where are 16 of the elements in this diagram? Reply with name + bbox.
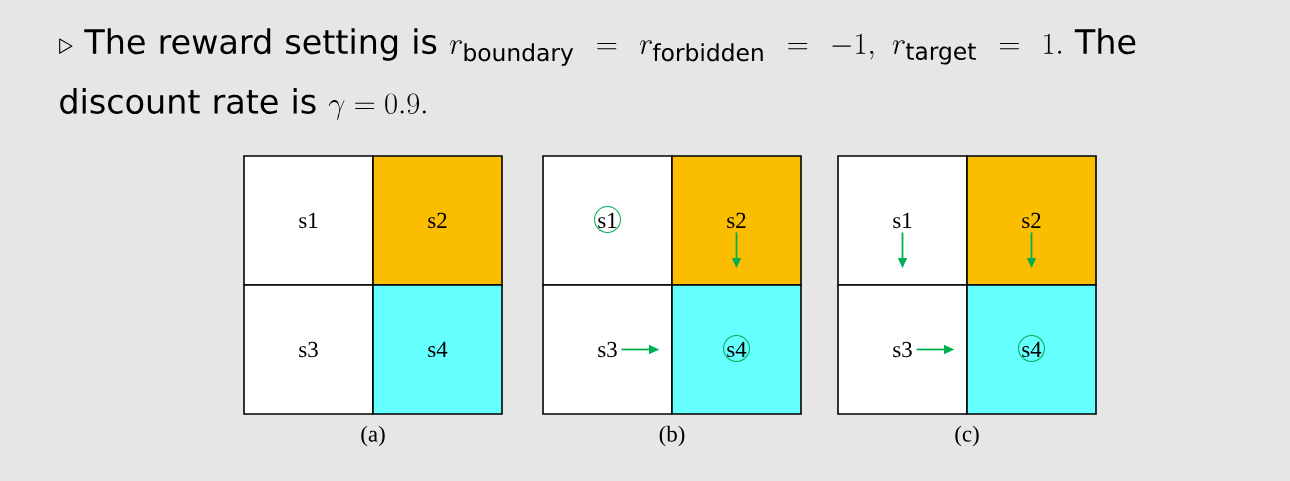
grid-cell: s3 xyxy=(542,284,673,415)
panel-caption: (b) xyxy=(659,425,685,447)
grid-cell: s1 xyxy=(837,155,968,286)
grid-cell: s4 xyxy=(966,284,1097,415)
grid-cell: s3 xyxy=(243,284,374,415)
grid-cell: s2 xyxy=(671,155,802,286)
panel-caption: (a) xyxy=(361,425,385,447)
grid-cell: s2 xyxy=(966,155,1097,286)
panel-caption: (c) xyxy=(955,425,979,447)
grid-cell: s3 xyxy=(837,284,968,415)
grid-cell: s2 xyxy=(372,155,503,286)
title: $\triangleright\ \text{The reward setting is } r_{\text{boundary}} = r_{\text{forbidden}} = -1,\ r_{\text{target}} = 1.\ \text{The}\allowbreak\ \text{discount rate is } \gamma = 0.9.$ xyxy=(59,28,1136,120)
grid-cell: s4 xyxy=(372,284,503,415)
grid-cell: s1 xyxy=(542,155,673,286)
grid-cell: s4 xyxy=(671,284,802,415)
grid-cell: s1 xyxy=(243,155,374,286)
